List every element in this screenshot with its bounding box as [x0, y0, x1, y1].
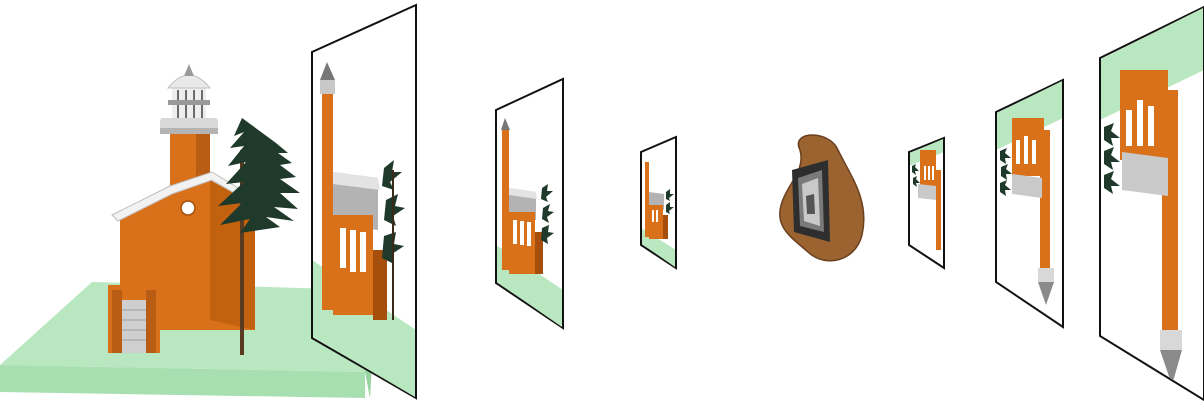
- round-window: [181, 201, 195, 215]
- inverted-plane-1: [909, 138, 944, 268]
- projection-plane-3: [641, 137, 676, 268]
- projection-plane-2: [496, 79, 563, 328]
- entrance-stairs: [122, 300, 146, 353]
- inverted-plane-3: [1100, 7, 1204, 400]
- inverted-plane-2: [996, 80, 1063, 327]
- aperture-blob: [780, 135, 864, 261]
- projection-plane-1: [312, 5, 416, 398]
